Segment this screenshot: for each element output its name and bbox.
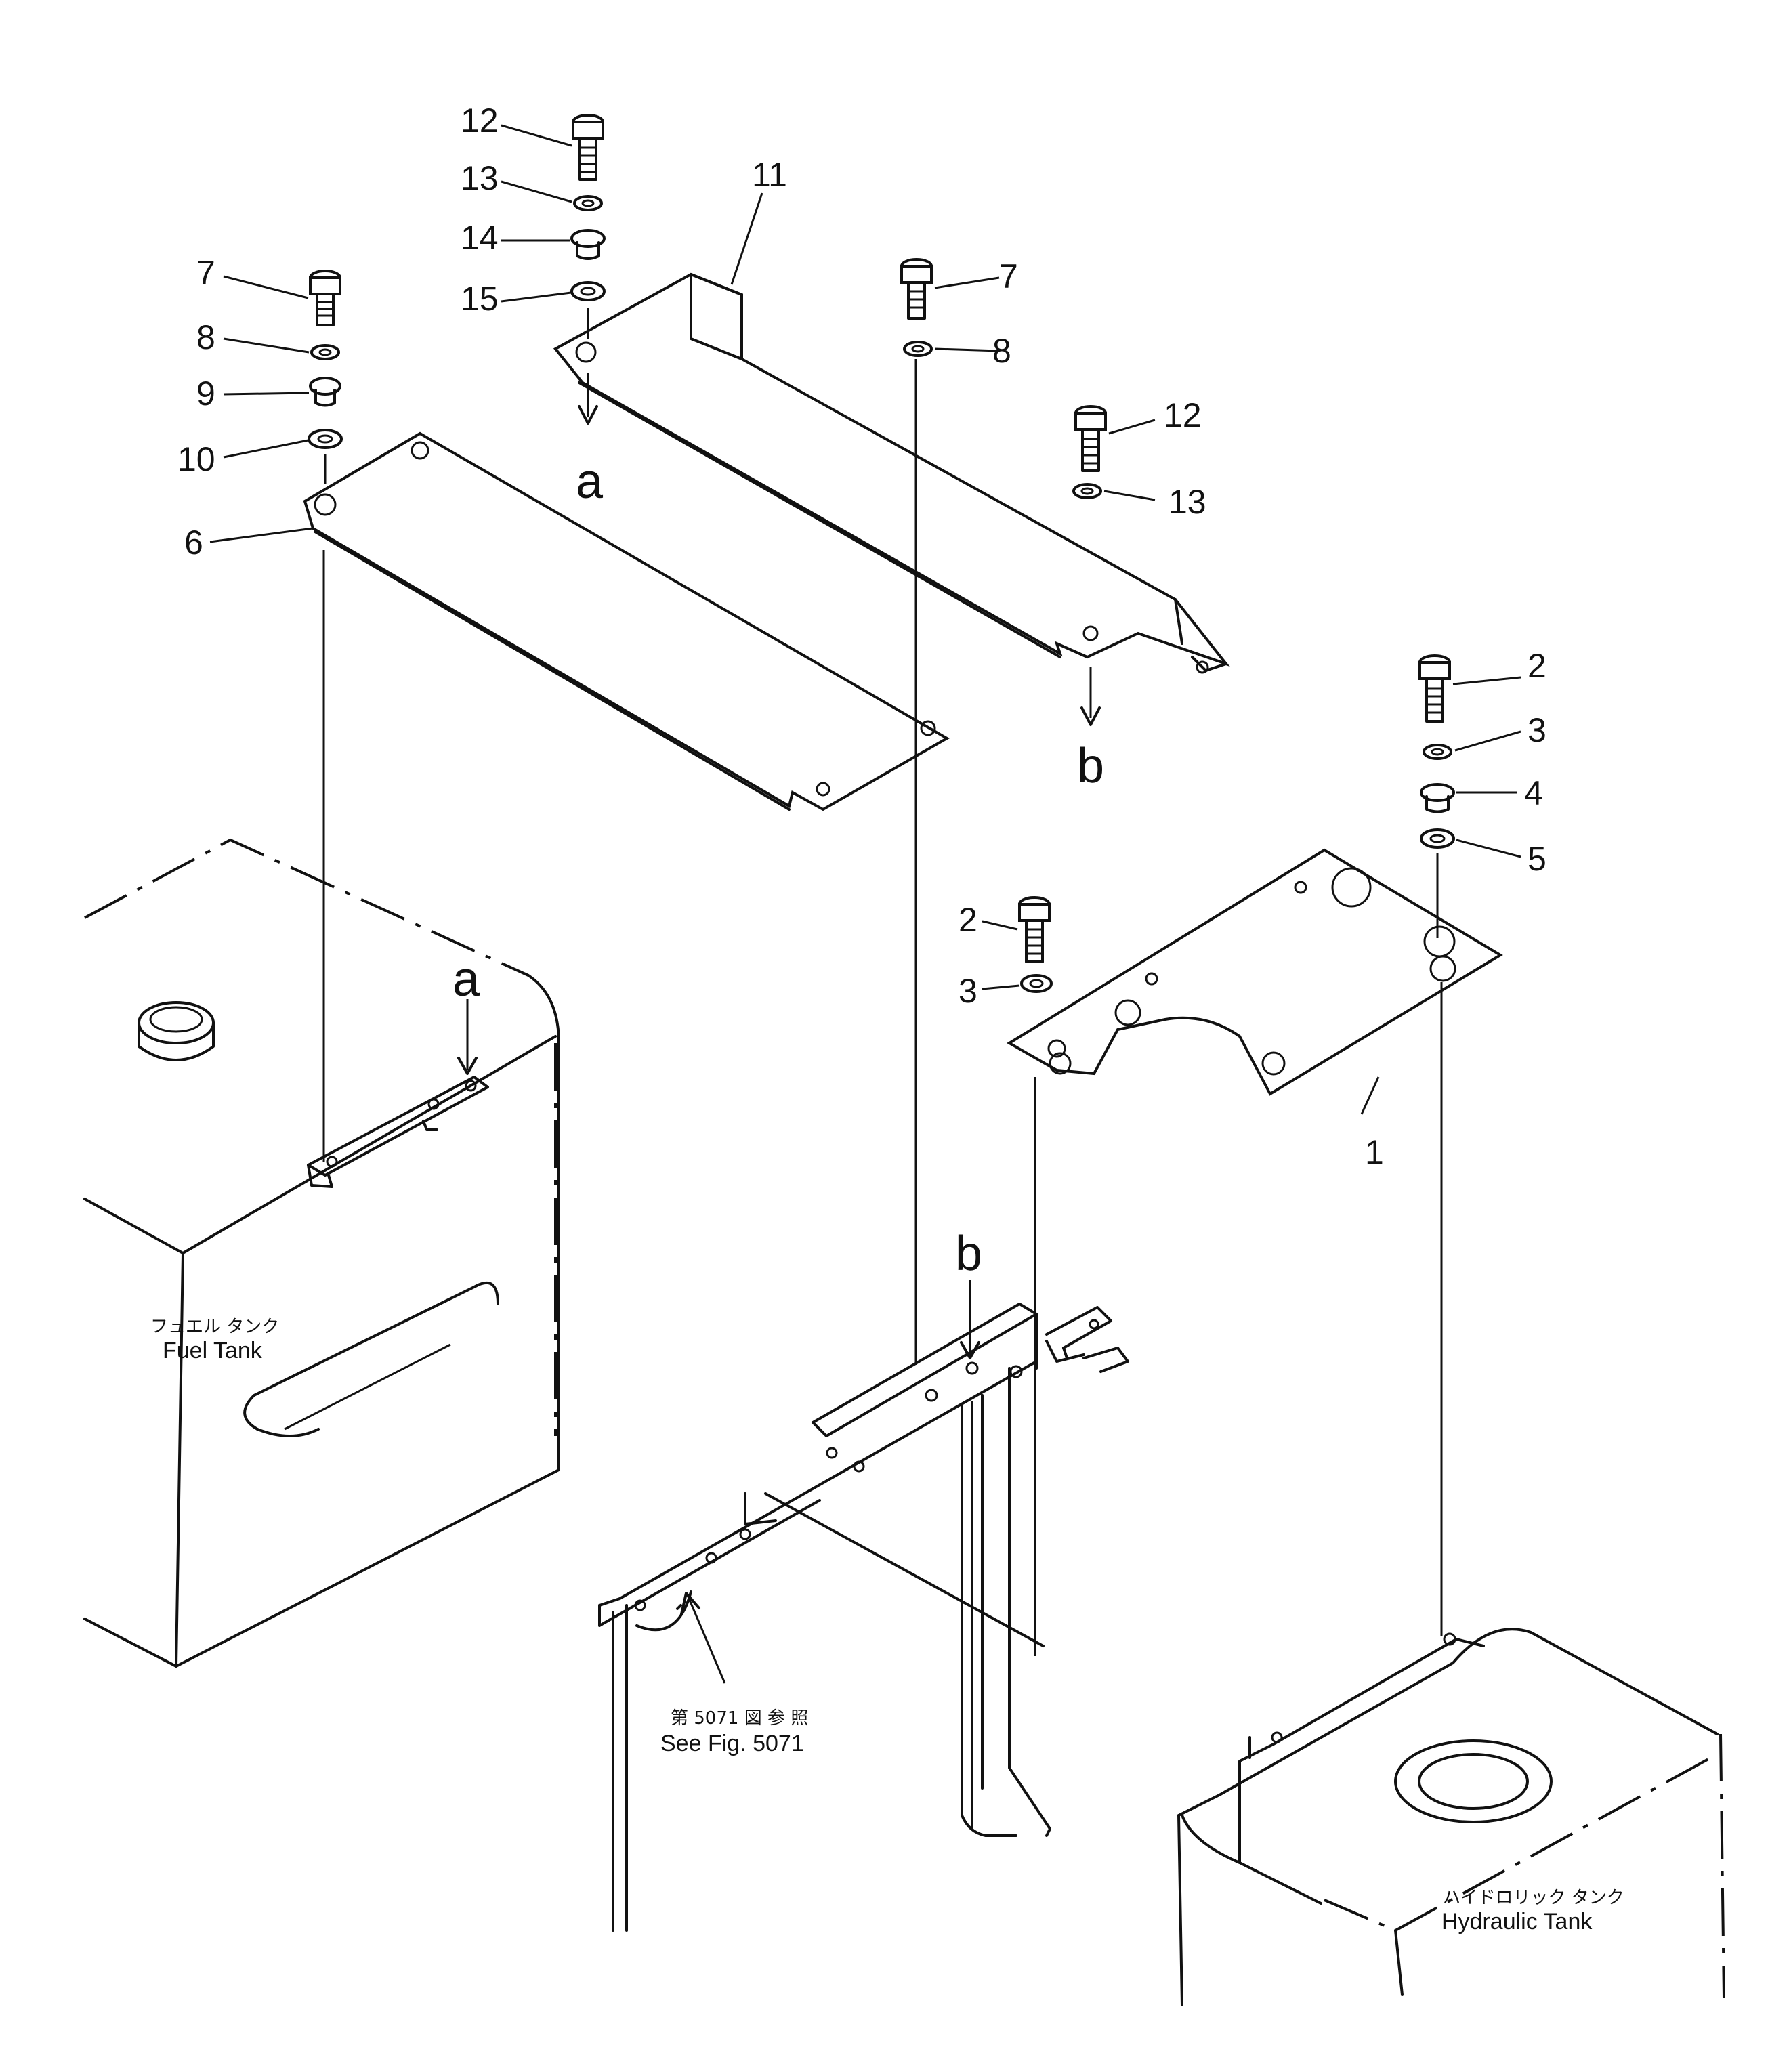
callouts: 1 2 3 4 5 2 3 6 7 8 9 10 11 12 13 14 15 … [177, 102, 1546, 1171]
callout-12-right: 12 [1164, 396, 1202, 434]
hardware-stack-left [308, 270, 343, 484]
marker-b-frame: b [955, 1227, 982, 1281]
captions: フュエル タンク Fuel Tank 第 5071 図 参 照 See Fig.… [150, 1317, 1624, 1934]
marker-a-tank: a [452, 952, 480, 1007]
hardware-stack-plate-left [1018, 896, 1053, 993]
callout-13-right: 13 [1169, 483, 1206, 521]
reference-markers: a a b b [452, 454, 1104, 1281]
callout-8-center: 8 [992, 332, 1011, 370]
hardware-stack-center [900, 258, 933, 357]
callout-12-top: 12 [461, 102, 499, 140]
callout-9: 9 [196, 375, 215, 413]
hardware-stack-right-top [1072, 405, 1107, 726]
assembly-lines [322, 359, 1443, 1684]
see-fig-label-jp: 第 5071 図 参 照 [671, 1708, 808, 1729]
callout-2-right: 2 [1528, 647, 1546, 685]
callout-2-left: 2 [959, 901, 977, 939]
fuel-tank-label-jp: フュエル タンク [150, 1317, 279, 1337]
see-fig-label: See Fig. 5071 [660, 1731, 804, 1756]
hardware-stack-top [570, 114, 606, 425]
callout-10: 10 [177, 440, 215, 478]
hydraulic-tank [1177, 1628, 1725, 2006]
marker-a-top: a [576, 454, 604, 509]
callout-14: 14 [461, 219, 499, 257]
callout-11: 11 [752, 156, 787, 194]
callout-6: 6 [184, 524, 203, 562]
bracket-plate-1 [1007, 848, 1503, 1096]
marker-b-top: b [1077, 739, 1104, 793]
callout-8-left: 8 [196, 318, 215, 356]
support-frame [598, 1303, 1129, 1932]
callout-15: 15 [461, 280, 499, 318]
callout-5: 5 [1528, 840, 1546, 878]
hydraulic-tank-label-jp: ハイドロリック タンク [1443, 1888, 1624, 1908]
callout-7-center: 7 [999, 257, 1018, 295]
callout-13-top: 13 [461, 159, 499, 197]
callout-3-left: 3 [959, 972, 977, 1010]
callout-7-left: 7 [196, 254, 215, 292]
hardware-stack-plate-right [1418, 654, 1455, 938]
leader-lines [209, 124, 1521, 1115]
fuel-tank-label: Fuel Tank [163, 1338, 263, 1363]
cover-plate-6 [303, 431, 950, 811]
channel-cover-11 [553, 272, 1230, 674]
fuel-tank [83, 838, 560, 1668]
callout-1: 1 [1365, 1133, 1384, 1171]
callout-3-right: 3 [1528, 711, 1546, 749]
hydraulic-tank-label: Hydraulic Tank [1441, 1909, 1593, 1934]
callout-4: 4 [1524, 774, 1543, 812]
